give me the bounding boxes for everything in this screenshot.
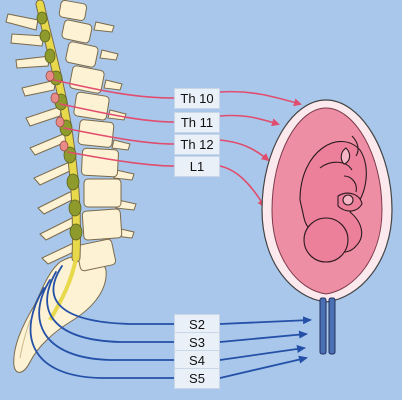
sacral-nerve-paths — [29, 265, 312, 379]
label-s3: S3 — [174, 332, 220, 353]
fetus — [299, 135, 367, 263]
vertebral-processes — [5, 13, 137, 265]
cervix — [319, 297, 336, 355]
label-th11: Th 11 — [174, 112, 220, 133]
vertebral-bodies — [58, 0, 123, 272]
label-s2: S2 — [174, 314, 220, 335]
label-s5: S5 — [174, 368, 220, 389]
spine-illustration — [5, 0, 137, 373]
highlighted-segments — [45, 70, 69, 152]
thoracic-nerve-paths — [53, 79, 302, 208]
label-th12: Th 12 — [174, 134, 220, 155]
sacrum — [13, 255, 107, 373]
label-l1: L1 — [174, 156, 220, 177]
pregnant-uterus-illustration — [261, 99, 393, 355]
label-th10: Th 10 — [174, 88, 220, 109]
